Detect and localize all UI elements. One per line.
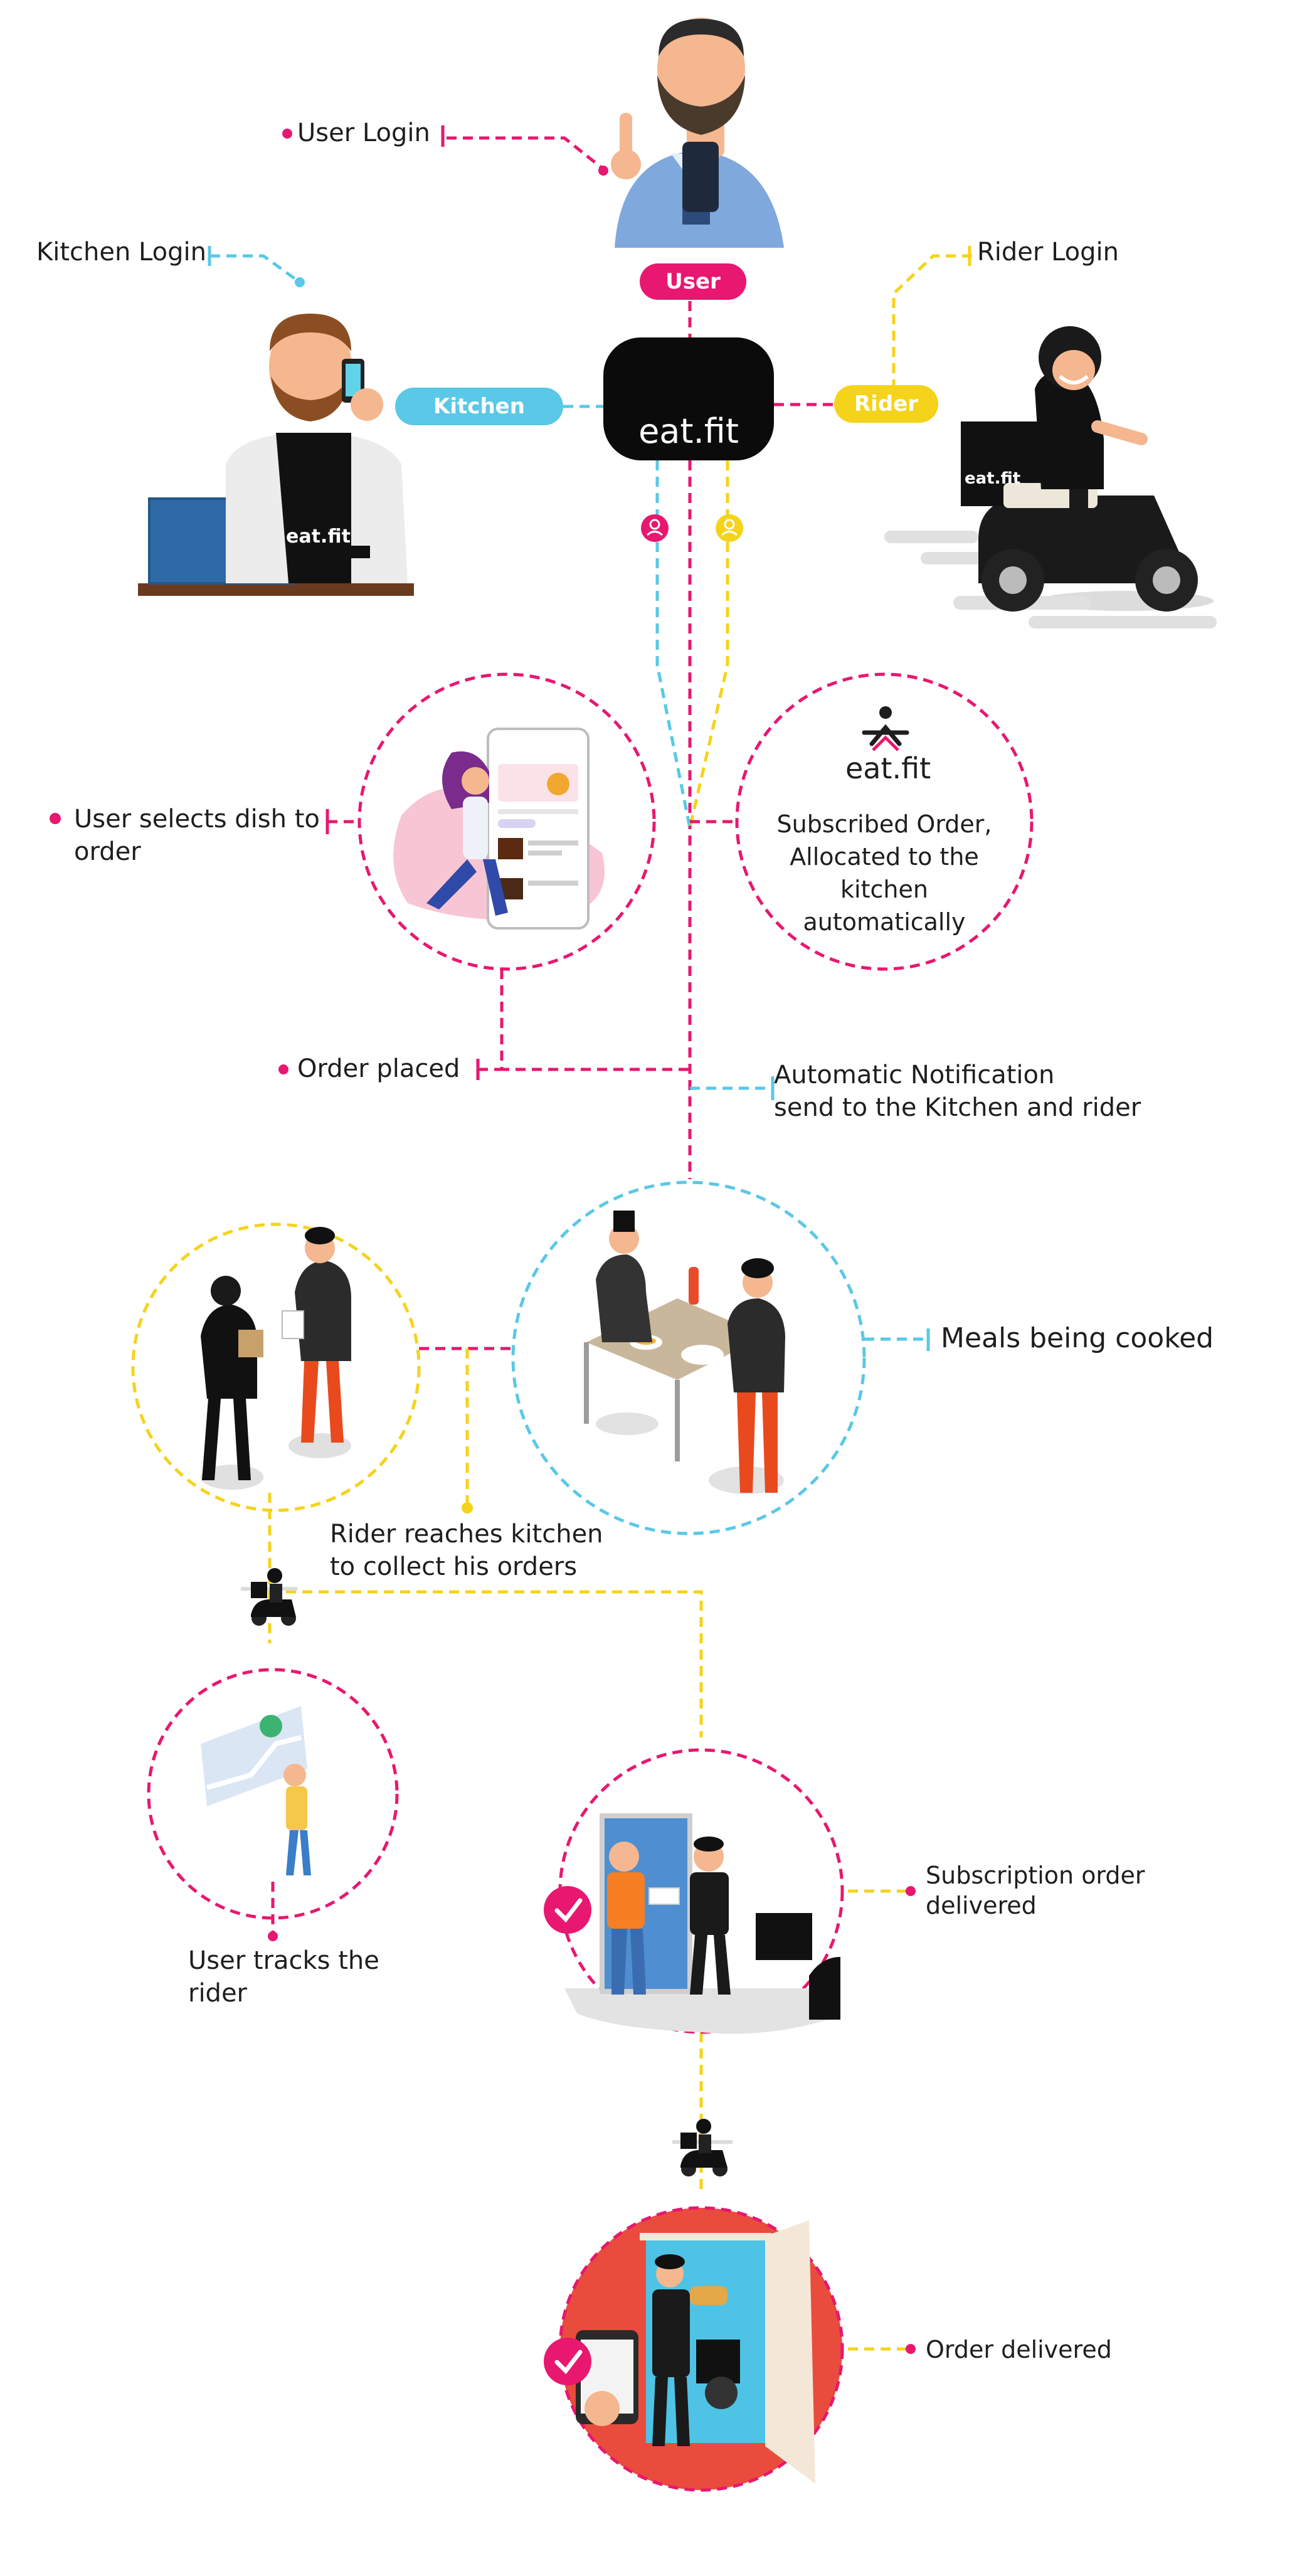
user-character — [611, 18, 784, 248]
rider-reaches-label: Rider reaches kitchen to collect his ord… — [330, 1520, 603, 1581]
user-login-end-dot — [598, 166, 608, 176]
check-badge-icon-2 — [544, 2338, 591, 2385]
order-placed-connector — [478, 969, 690, 1071]
rider-to-delivery-line — [270, 1590, 703, 1737]
subscription-delivered-circle — [558, 1748, 844, 2034]
kitchen-branch-line — [655, 460, 692, 829]
subscribed-circle — [735, 672, 1034, 971]
order-delivered-dot — [906, 2344, 916, 2354]
kitchen-login-connector — [210, 254, 301, 284]
hub-brand-text: eat.fit — [638, 411, 739, 451]
user-login-label: User Login — [297, 119, 430, 147]
check-badge-icon-1 — [544, 1886, 591, 1934]
sub-delivered-dot — [906, 1886, 916, 1896]
user-login-bullet — [282, 129, 292, 139]
rider-pin-icon — [716, 514, 743, 542]
kitchen-character — [138, 314, 414, 596]
rider-login-label: Rider Login — [977, 238, 1119, 267]
rider-box-brand: eat.fit — [965, 469, 1021, 488]
rider-login-connector — [892, 254, 972, 389]
subscribed-brand: eat.fit — [845, 751, 931, 785]
user-login-connector — [447, 136, 603, 169]
kitchen-pill: Kitchen — [395, 388, 563, 425]
sub-delivered-label: Subscription order delivered — [926, 1862, 1145, 1919]
kitchen-apron-brand: eat.fit — [286, 526, 351, 548]
order-placed-label: Order placed — [297, 1054, 460, 1083]
rider-branch-line — [688, 460, 729, 829]
rider-reaches-dot — [462, 1502, 473, 1513]
tracks-dot — [268, 1931, 278, 1941]
order-delivered-circle — [558, 2206, 844, 2492]
kitchen-login-label: Kitchen Login — [36, 238, 206, 267]
cooking-label: Meals being cooked — [941, 1322, 1214, 1354]
user-pill: User — [640, 263, 746, 300]
notification-label: Automatic Notification send to the Kitch… — [774, 1061, 1141, 1122]
rider-character — [884, 326, 1217, 628]
select-dish-bullet — [50, 813, 61, 824]
tracking-circle — [147, 1668, 399, 1920]
subscribed-label: Subscribed Order, Allocated to the kitch… — [776, 810, 992, 936]
eatfit-hub-logo: eat.fit — [603, 337, 774, 460]
user-pin-icon — [641, 514, 669, 542]
tracks-label: User tracks the rider — [188, 1946, 379, 2008]
select-dish-label: User selects dish to order — [74, 805, 320, 866]
subscribed-logo-mark — [862, 706, 909, 751]
kitchen-login-end-dot — [295, 277, 305, 287]
select-dish-circle — [357, 672, 656, 971]
rider-pickup-circle — [131, 1222, 421, 1512]
order-placed-bullet — [278, 1064, 288, 1074]
mini-scooter-icon-2 — [672, 2119, 733, 2176]
mini-scooter-icon-1 — [241, 1568, 297, 1626]
rider-pill: Rider — [834, 385, 938, 423]
order-delivered-label: Order delivered — [926, 2336, 1112, 2363]
cooking-circle — [511, 1180, 866, 1535]
